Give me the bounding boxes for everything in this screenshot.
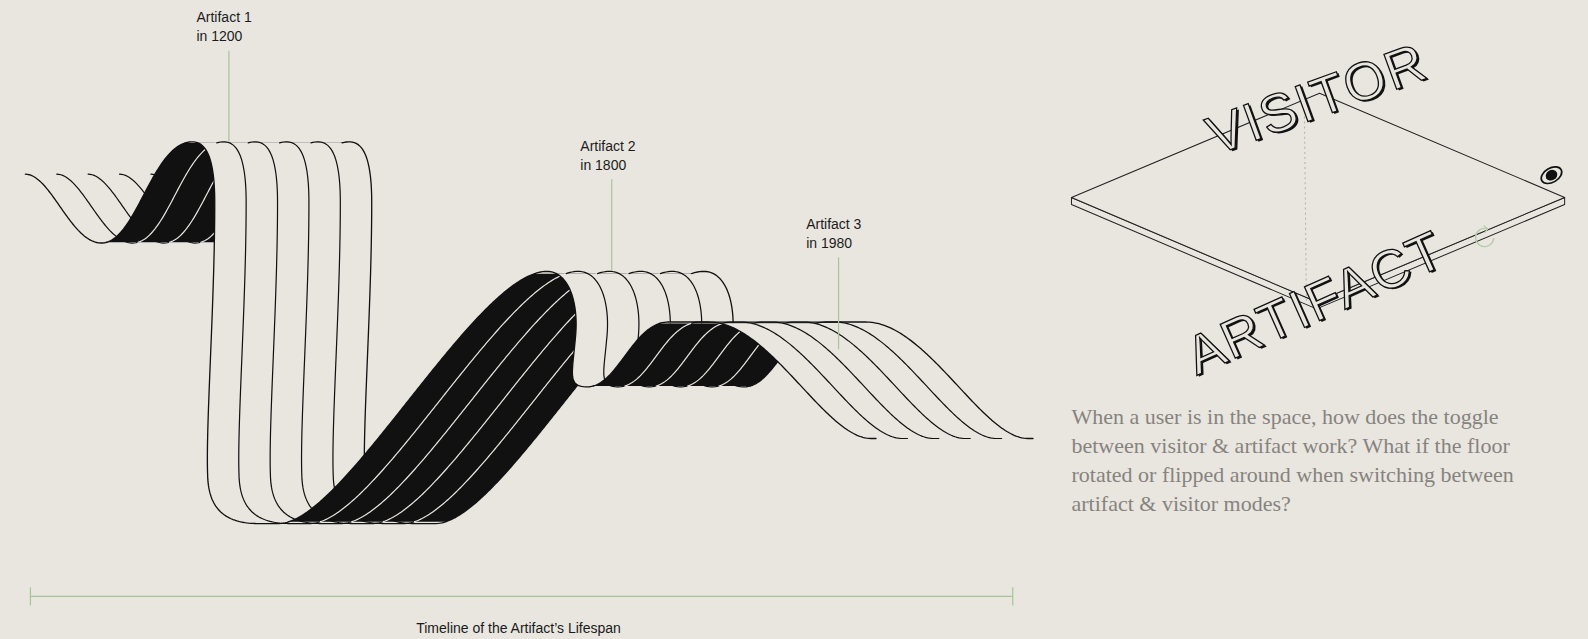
- plane-word: ARTIFACT: [1177, 219, 1453, 384]
- label-anchor: ARTIFACT: [1315, 302, 1588, 360]
- ribbon-edge: [25, 174, 106, 243]
- ribbon-strand: [217, 142, 321, 524]
- ribbon-edge: [185, 142, 289, 524]
- timeline-bracket: [30, 587, 1012, 605]
- timeline-line: [30, 596, 1012, 597]
- callout-label: Artifact 3 in 1980: [806, 215, 869, 253]
- plane-word: VISITOR: [1199, 32, 1434, 165]
- eye-icon: [1538, 163, 1564, 186]
- leader-line: [838, 257, 839, 349]
- leader-lines: [229, 51, 839, 350]
- label-anchor: VISITOR: [1317, 98, 1546, 156]
- rotate-arc: [1476, 228, 1494, 246]
- timeline-tick: [30, 587, 31, 605]
- note-text: When a user is in the space, how does th…: [1071, 402, 1567, 518]
- ribbon-face: [660, 322, 1033, 438]
- ribbon-strand: [723, 322, 939, 438]
- label-anchor: Artifact 2 in 1800: [580, 137, 643, 175]
- ribbon-edge: [660, 322, 876, 438]
- callout-label: Artifact 2 in 1800: [580, 137, 643, 175]
- ribbon-strand: [786, 322, 1002, 438]
- ribbon-edge: [289, 274, 535, 522]
- label-anchor: When a user is in the space, how does th…: [1071, 402, 1567, 518]
- axis-label: Timeline of the Artifact’s Lifespan: [416, 619, 621, 637]
- label-anchor: Artifact 1 in 1200: [196, 8, 259, 46]
- ribbon-strand: [625, 323, 692, 386]
- ribbon-edge: [817, 322, 1033, 438]
- ribbon-strand: [692, 322, 908, 438]
- label-anchor: Timeline of the Artifact’s Lifespan: [519, 619, 724, 637]
- rotate-icon: [1476, 226, 1494, 247]
- eye-outline: [1538, 163, 1564, 186]
- rotate-head: [1484, 226, 1488, 233]
- label-anchor: Artifact 3 in 1980: [806, 215, 869, 253]
- callout-label: Artifact 1 in 1200: [196, 8, 259, 46]
- ribbon-edge: [593, 323, 660, 386]
- timeline-tick: [1012, 587, 1013, 605]
- ribbon-strand: [352, 274, 598, 522]
- ribbon-edge: [107, 143, 186, 242]
- ribbon-segment: [660, 322, 1033, 438]
- ribbon-strand: [320, 274, 566, 522]
- ribbon: [25, 142, 1033, 524]
- ribbon-strand: [656, 323, 723, 386]
- leader-line: [611, 179, 612, 270]
- ribbon-edge: [535, 271, 594, 386]
- ribbon-strand: [248, 142, 352, 524]
- eye-pupil: [1544, 168, 1560, 183]
- ribbon-strand: [754, 322, 970, 438]
- leader-line: [228, 51, 229, 142]
- ribbon-strand: [138, 143, 217, 242]
